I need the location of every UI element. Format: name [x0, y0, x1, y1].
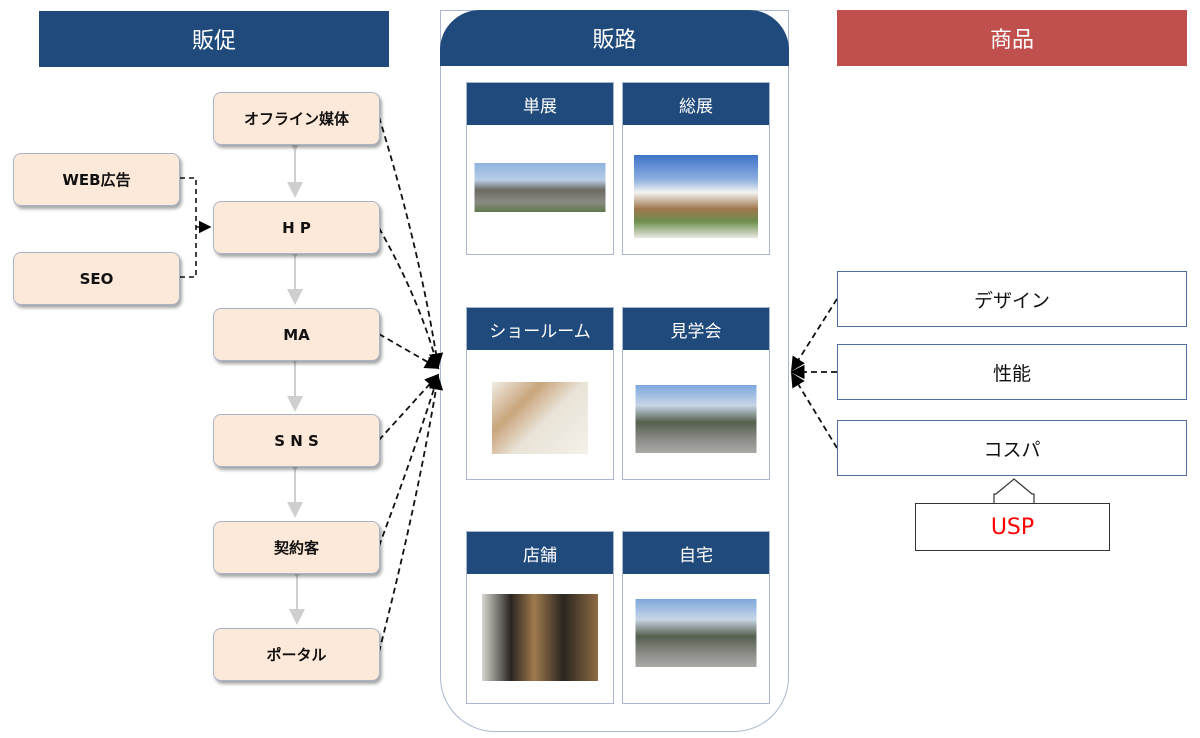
- store-front-photo: [482, 594, 598, 681]
- card-title: 自宅: [623, 532, 769, 574]
- product-item-label: コスパ: [983, 438, 1041, 461]
- product-header-label: 商品: [989, 28, 1034, 53]
- product-item-design[interactable]: デザイン: [837, 271, 1187, 327]
- card-title: 店舗: [467, 532, 613, 574]
- product-to-channel-connectors: [790, 298, 838, 449]
- side-to-hp-connector: [180, 177, 212, 278]
- node-label: H P: [282, 218, 311, 237]
- line-cost: [791, 372, 838, 449]
- channel-card-showroom[interactable]: ショールーム: [466, 307, 614, 480]
- usp-label: USP: [990, 514, 1035, 540]
- promotion-header-label: 販促: [191, 29, 236, 54]
- promotion-node-seo[interactable]: SEO: [13, 252, 180, 305]
- line-design: [791, 298, 838, 372]
- channel-card-open-house[interactable]: 見学会: [622, 307, 770, 480]
- line-contract: [378, 374, 442, 547]
- channel-card-home[interactable]: 自宅: [622, 531, 770, 704]
- product-item-cost-performance[interactable]: コスパ: [837, 420, 1187, 476]
- model-house-street-photo: [474, 163, 606, 212]
- line-hp: [378, 227, 442, 370]
- channel-header-label: 販路: [592, 28, 637, 53]
- node-label: SEO: [79, 269, 114, 288]
- promotion-node-portal[interactable]: ポータル: [213, 628, 380, 681]
- line-offline: [378, 116, 444, 368]
- node-label: オフライン媒体: [243, 110, 349, 128]
- showroom-interior-photo: [492, 382, 588, 454]
- promotion-node-ma[interactable]: MA: [213, 308, 380, 361]
- card-title: 単展: [467, 83, 613, 125]
- product-header: 商品: [837, 10, 1187, 66]
- card-title: ショールーム: [467, 308, 613, 350]
- usp-up-arrow-icon: [993, 478, 1035, 503]
- node-label: 契約客: [273, 539, 319, 557]
- usp-box[interactable]: USP: [915, 503, 1110, 551]
- node-label: WEB広告: [62, 171, 131, 189]
- promotion-node-web-ad[interactable]: WEB広告: [13, 153, 180, 206]
- product-item-label: デザイン: [973, 289, 1050, 312]
- modern-house-photo: [634, 155, 758, 238]
- channel-card-general-exhibit[interactable]: 総展: [622, 82, 770, 255]
- promotion-node-hp[interactable]: H P: [213, 201, 380, 254]
- residential-street-photo: [635, 599, 757, 667]
- node-label: MA: [283, 325, 310, 344]
- node-label: ポータル: [266, 646, 327, 664]
- promotion-node-sns[interactable]: S N S: [213, 414, 380, 467]
- line-ma: [378, 333, 440, 369]
- node-label: S N S: [274, 431, 319, 450]
- card-title: 総展: [623, 83, 769, 125]
- channel-header: 販路: [440, 10, 789, 66]
- residential-street-photo: [635, 385, 757, 453]
- card-title: 見学会: [623, 308, 769, 350]
- line-portal: [378, 375, 444, 653]
- line-sns: [378, 373, 440, 441]
- promotion-node-contract[interactable]: 契約客: [213, 521, 380, 574]
- promotion-node-offline[interactable]: オフライン媒体: [213, 92, 380, 145]
- product-item-label: 性能: [992, 362, 1031, 385]
- product-item-performance[interactable]: 性能: [837, 344, 1187, 400]
- promotion-to-channel-connectors: [378, 116, 444, 653]
- promotion-header: 販促: [39, 11, 389, 67]
- channel-card-single-exhibit[interactable]: 単展: [466, 82, 614, 255]
- channel-card-store[interactable]: 店舗: [466, 531, 614, 704]
